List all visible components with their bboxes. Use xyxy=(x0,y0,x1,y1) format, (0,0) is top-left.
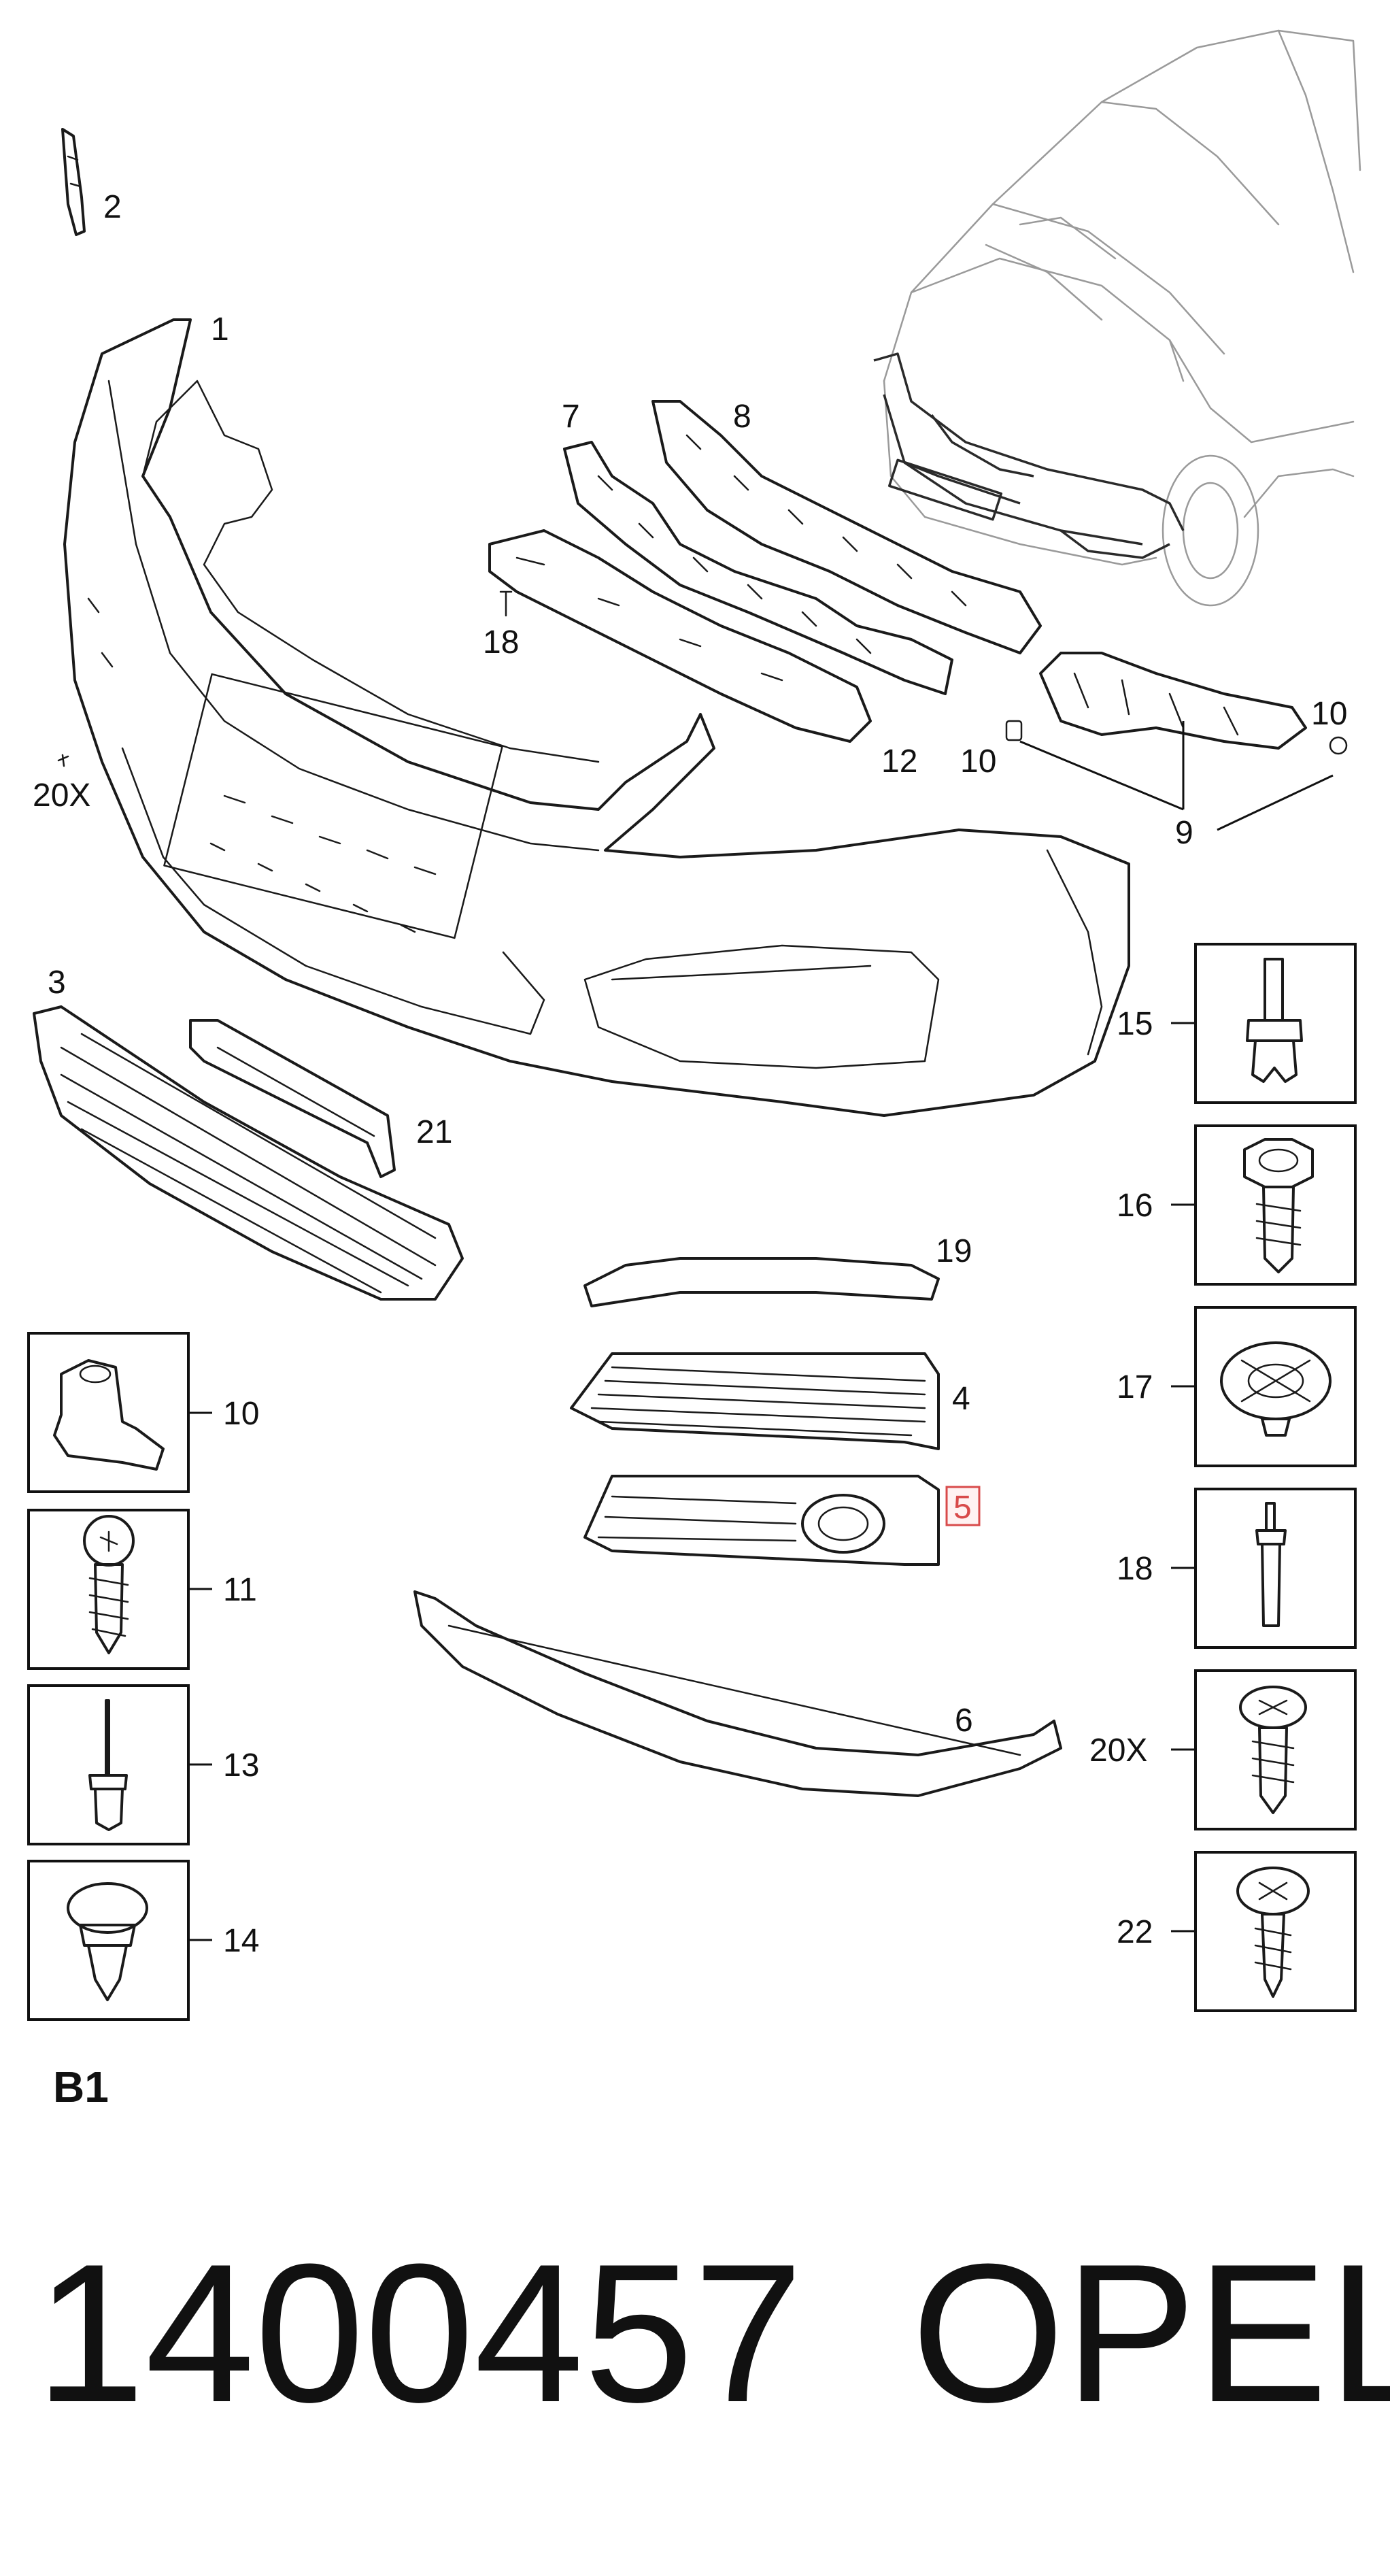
part-number: 1400457 xyxy=(35,2223,803,2443)
part-1-bumper xyxy=(63,318,1130,1117)
label-17: 17 xyxy=(1117,1369,1153,1405)
label-15: 15 xyxy=(1117,1006,1153,1042)
part-21-bracket xyxy=(189,1019,396,1178)
callout-1: 1 xyxy=(211,312,229,348)
fastener-box-13: 13 xyxy=(27,1684,259,1845)
label-16: 16 xyxy=(1117,1188,1153,1224)
fastener-box-10: 10 xyxy=(27,1332,259,1493)
part-2-clip xyxy=(61,128,86,236)
section-label: B1 xyxy=(53,2062,109,2111)
callout-2: 2 xyxy=(103,189,122,225)
part-3-grille xyxy=(33,1005,464,1301)
part-7-bracket xyxy=(563,441,953,695)
callout-20x: 20X xyxy=(33,777,90,814)
callout-8: 8 xyxy=(733,399,751,435)
callout-5: 5 xyxy=(953,1490,972,1526)
part-6-strip xyxy=(413,1590,1062,1797)
label-20x: 20X xyxy=(1089,1733,1147,1769)
fastener-box-22: 22 xyxy=(1117,1851,1357,2012)
fastener-box-15: 15 xyxy=(1117,943,1357,1104)
part-4-grille xyxy=(570,1352,940,1450)
fastener-box-11: 11 xyxy=(27,1509,257,1670)
label-22: 22 xyxy=(1117,1914,1153,1950)
callout-18-small: 18 xyxy=(483,624,519,660)
screw-20x-icon xyxy=(57,754,69,767)
callout-19: 19 xyxy=(936,1233,972,1269)
label-10: 10 xyxy=(223,1396,259,1432)
brand-name: OPEL xyxy=(911,2223,1390,2443)
fastener-box-16: 16 xyxy=(1117,1124,1357,1286)
part-9-bracket xyxy=(1019,652,1334,831)
callout-10-b: 10 xyxy=(1311,696,1347,732)
callout-10-a: 10 xyxy=(960,743,996,780)
part-5-grille xyxy=(583,1475,940,1566)
highlight-box-5 xyxy=(945,1486,981,1526)
part-12-strip xyxy=(488,529,872,743)
callouts: 2 1 7 8 18 12 10 10 9 20X 3 21 19 4 5 6 xyxy=(33,189,1347,1739)
callout-21: 21 xyxy=(416,1114,452,1150)
label-13: 13 xyxy=(223,1747,259,1784)
label-18: 18 xyxy=(1117,1551,1153,1587)
part-18-pin-small xyxy=(499,590,513,617)
fastener-box-14: 14 xyxy=(27,1860,259,2021)
part-10-clip-b xyxy=(1329,736,1348,755)
callout-9: 9 xyxy=(1175,815,1193,851)
callout-12: 12 xyxy=(881,743,917,780)
car-overview xyxy=(873,29,1361,607)
fastener-box-17: 17 xyxy=(1117,1306,1357,1467)
fastener-box-18: 18 xyxy=(1117,1488,1357,1649)
callout-6: 6 xyxy=(955,1703,973,1739)
part-19-trim xyxy=(583,1257,940,1307)
part-8-bracket xyxy=(651,400,1042,654)
callout-4: 4 xyxy=(952,1381,970,1417)
fastener-box-20x: 20X xyxy=(1089,1669,1357,1830)
part-10-clip-a xyxy=(1005,720,1023,741)
callout-3: 3 xyxy=(48,965,66,1001)
label-11: 11 xyxy=(223,1572,257,1608)
callout-7: 7 xyxy=(562,399,580,435)
label-14: 14 xyxy=(223,1923,259,1959)
